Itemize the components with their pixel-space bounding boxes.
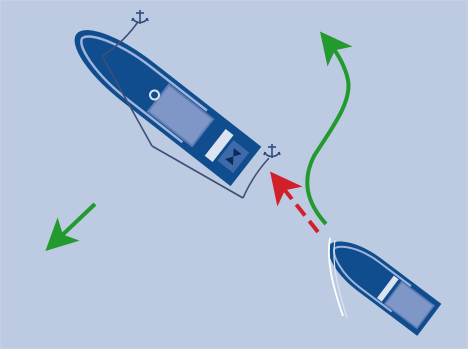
anchor-icon — [131, 10, 149, 24]
small-boat-course-arrow — [305, 31, 353, 226]
anchor-icon — [263, 144, 281, 158]
large-boat-hatch — [217, 140, 250, 173]
small-boat-line — [333, 239, 348, 319]
anchor-rode-lower-slack — [242, 157, 270, 199]
small-boat-bench — [376, 275, 399, 302]
bow-cleat-icon — [149, 89, 161, 101]
large-boat-cockpit — [204, 129, 234, 162]
anchor-rode-upper — [101, 55, 153, 147]
anchor-rode-lower — [151, 145, 244, 199]
anchor-rode-upper-slack — [101, 21, 139, 57]
large-boat-trim — [80, 35, 208, 144]
small-boat-wrong-course-arrow — [270, 171, 320, 234]
small-boat-deck — [383, 280, 435, 330]
large-boat-drift-arrow — [45, 202, 97, 252]
large-boat — [74, 30, 262, 187]
small-boat — [328, 241, 442, 336]
small-boat-line — [328, 237, 344, 317]
